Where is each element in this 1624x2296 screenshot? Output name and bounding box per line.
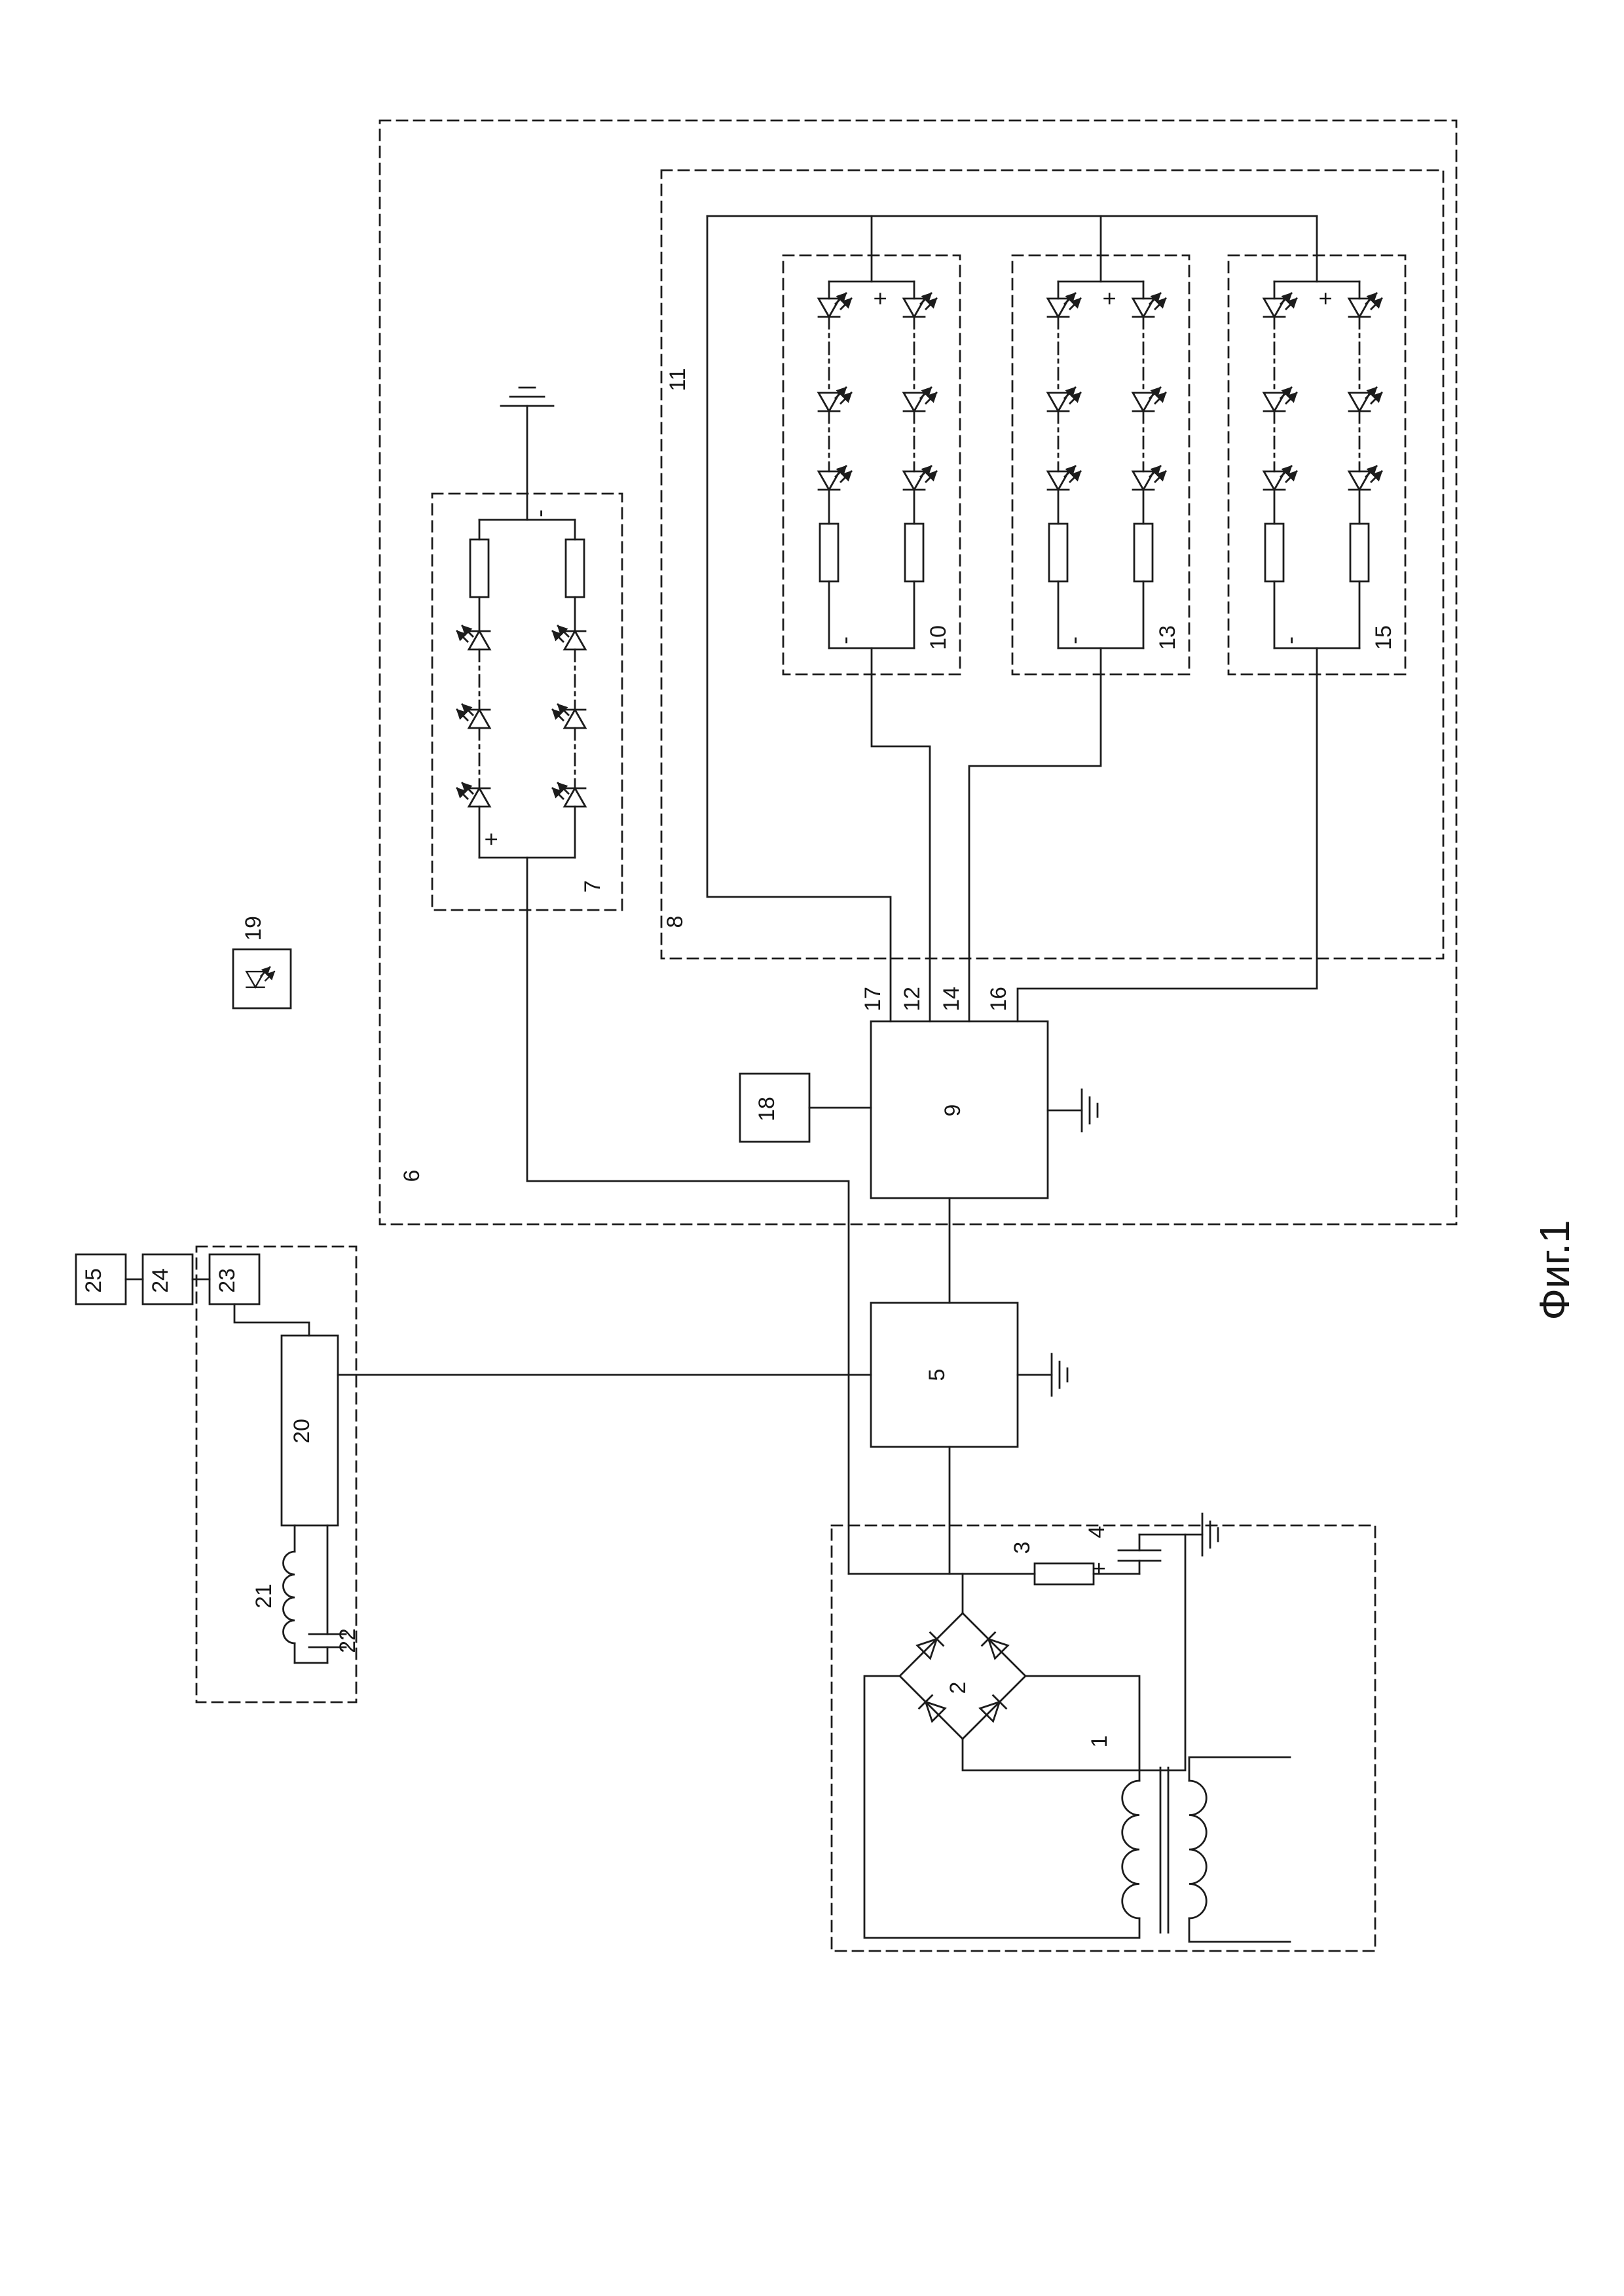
led-icon — [246, 967, 274, 987]
label-5: 5 — [925, 1369, 950, 1381]
label-2: 2 — [946, 1682, 970, 1694]
minus-sign: - — [526, 509, 553, 517]
primary-winding — [1188, 1779, 1208, 1920]
unit-8-boundary — [660, 169, 1445, 960]
plus-sign: + — [477, 832, 504, 846]
led-module-15: + - 15 — [1227, 254, 1407, 676]
indicator-led-19: 19 — [232, 916, 292, 1010]
bridge-wiring — [863, 1533, 1187, 1939]
block-24: 24 — [141, 1253, 194, 1305]
led-module-13: + - 13 — [1011, 254, 1190, 676]
label-19: 19 — [241, 916, 266, 941]
label-3: 3 — [1010, 1542, 1035, 1554]
inductor-21 — [282, 1524, 296, 1664]
block-20: 20 — [280, 1334, 339, 1527]
label-1: 1 — [1087, 1736, 1112, 1748]
label-22: 22 — [335, 1628, 360, 1653]
block-9: 9 — [870, 1020, 1049, 1199]
transformer: 1 — [1087, 1736, 1291, 1943]
secondary-winding — [1121, 1779, 1141, 1920]
label-21: 21 — [251, 1584, 276, 1609]
wire-25-24-23 — [124, 1278, 310, 1337]
ground-icon — [1080, 1088, 1099, 1133]
block-18: 18 — [739, 1072, 872, 1143]
power-supply-boundary — [830, 1524, 1376, 1952]
resistor-3: 3 — [1010, 1542, 1095, 1586]
minus-sign: - — [1060, 636, 1087, 644]
capacitor-22 — [308, 1524, 347, 1664]
block-9-ground — [1046, 1088, 1099, 1133]
label-10: 10 — [926, 625, 951, 650]
label-4: 4 — [1084, 1526, 1109, 1539]
plus-sign: + — [866, 291, 893, 305]
wire-16 — [1016, 673, 1318, 1023]
unit-6-boundary — [378, 119, 1458, 1226]
block-5: 5 — [870, 1302, 1019, 1448]
ground-icon — [1201, 1512, 1219, 1557]
module-7-ground — [500, 386, 555, 495]
label-11: 11 — [665, 368, 690, 391]
figure-caption: Фиг.1 — [1531, 1220, 1578, 1320]
minus-sign: - — [831, 636, 858, 644]
label-6: 6 — [399, 1170, 424, 1182]
minus-sign: - — [1276, 636, 1303, 644]
label-24: 24 — [148, 1268, 173, 1293]
block-23: 23 — [208, 1253, 261, 1305]
label-20: 20 — [289, 1419, 314, 1444]
label-17: 17 — [860, 987, 885, 1011]
capacitor-4: + 4 — [1084, 1512, 1219, 1576]
label-7: 7 — [580, 881, 605, 893]
label-16: 16 — [986, 987, 1011, 1011]
ground-icon — [1050, 1353, 1069, 1397]
label-13: 13 — [1155, 625, 1180, 650]
wire-12 — [870, 673, 931, 1023]
label-23: 23 — [215, 1268, 240, 1293]
led-module-10: + - 10 — [782, 254, 961, 676]
lc-tank: 21 22 — [251, 1524, 360, 1664]
plus-sign: + — [1096, 291, 1122, 305]
label-8: 8 — [663, 916, 688, 928]
diode-bridge: 2 — [898, 1573, 1027, 1740]
led-supply-bus — [706, 215, 1318, 257]
label-15: 15 — [1371, 625, 1396, 650]
ground-icon — [500, 386, 555, 407]
label-25: 25 — [81, 1268, 106, 1293]
label-18: 18 — [754, 1097, 779, 1121]
wire-14 — [968, 673, 1102, 1023]
label-12: 12 — [900, 987, 925, 1011]
led-module-7: - + 7 — [431, 492, 623, 911]
plus-sign: + — [1085, 1561, 1112, 1575]
block-25: 25 — [75, 1253, 127, 1305]
plus-sign: + — [1312, 291, 1338, 305]
block-5-ground — [1016, 1353, 1069, 1397]
label-9: 9 — [940, 1104, 965, 1117]
label-14: 14 — [939, 987, 964, 1011]
wire-17 — [706, 215, 892, 1023]
module-7-feed-wire — [526, 909, 850, 1575]
